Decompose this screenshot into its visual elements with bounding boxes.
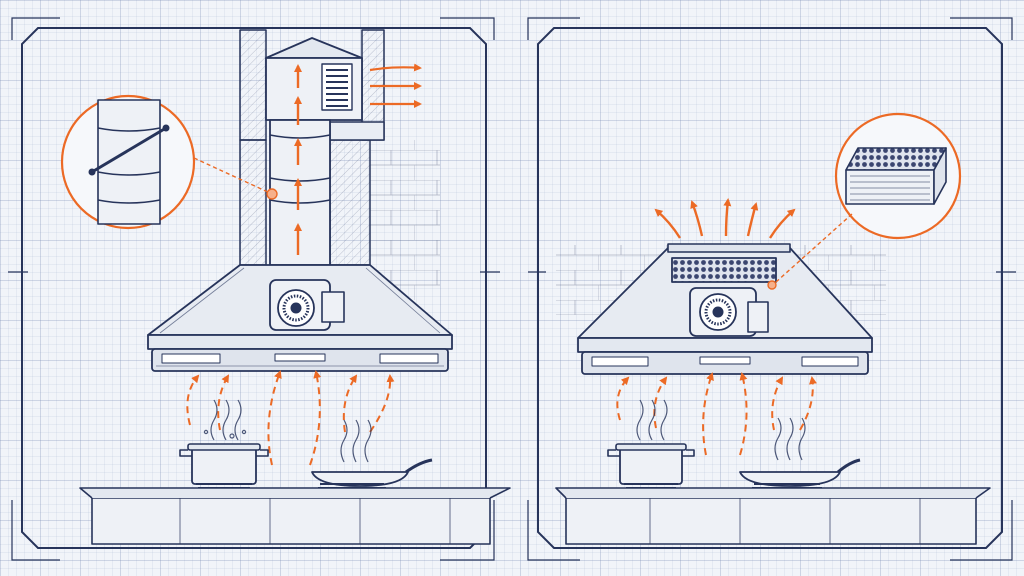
ducted-hood-diagram [60, 29, 511, 545]
fan-icon [269, 279, 345, 331]
cooking-fume-arrows [616, 372, 817, 456]
carbon-filter-inset [775, 112, 962, 283]
pot-icon [607, 443, 695, 485]
filter-icon [671, 257, 777, 290]
left-panel-frame [8, 17, 500, 561]
exhaust-outlet-arrows [369, 63, 422, 108]
frying-pan-icon [311, 458, 433, 487]
right-panel-frame [527, 17, 1016, 561]
steam-icon [203, 399, 372, 463]
damper-icon [60, 94, 278, 230]
recirculating-hood-diagram [555, 112, 991, 545]
chimney-shaft [239, 29, 385, 266]
steam-icon [636, 399, 806, 461]
cooking-fume-arrows [186, 370, 395, 466]
roof-vent-cap [265, 37, 363, 121]
frying-pan-icon [739, 458, 861, 487]
stove-counter [79, 483, 511, 545]
fan-icon [689, 287, 769, 337]
recirculated-air-arrows [654, 198, 796, 239]
stove-counter [555, 483, 991, 545]
pot-icon [179, 443, 269, 485]
brick-wall [370, 140, 440, 300]
exhaust-duct [269, 119, 331, 266]
